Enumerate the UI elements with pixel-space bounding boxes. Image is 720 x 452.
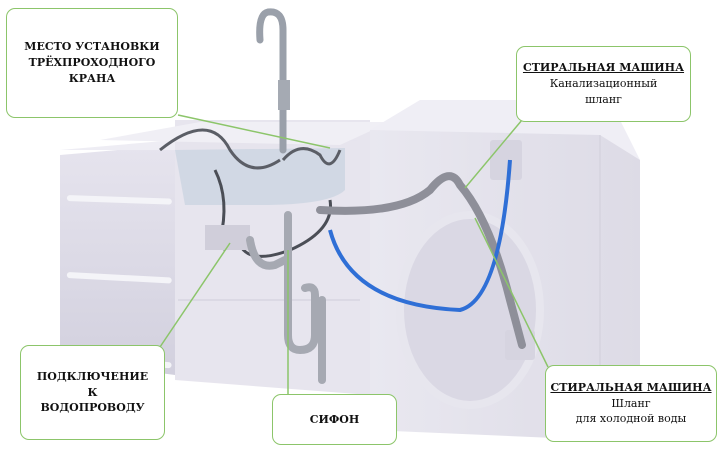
callout-text: для холодной воды [575,412,687,426]
callout-water-supply: ПОДКЛЮЧЕНИЕ К ВОДОПРОВОДУ [20,345,165,440]
callout-text: ТРЁХПРОХОДНОГО [28,56,156,70]
callout-title: СТИРАЛЬНАЯ МАШИНА [550,380,712,394]
leader-lines [159,114,549,395]
callout-text: ПОДКЛЮЧЕНИЕ [36,369,149,383]
callout-text: СИФОН [309,412,360,426]
callout-text: К [87,385,98,399]
callout-siphon: СИФОН [272,394,397,445]
callout-title: СТИРАЛЬНАЯ МАШИНА [522,61,685,75]
callout-drain-hose: СТИРАЛЬНАЯ МАШИНА Канализационный шланг [516,46,691,122]
callout-text: МЕСТО УСТАНОВКИ [24,40,160,54]
faucet [256,8,290,154]
siphon [246,211,326,384]
callout-text: ВОДОПРОВОДУ [40,401,145,415]
sink-bowl [175,148,345,205]
callout-text: шланг [585,92,622,106]
callout-text: КРАНА [68,71,116,85]
callout-cold-water-hose: СТИРАЛЬНАЯ МАШИНА Шланг для холодной вод… [545,365,717,442]
drain-hose [316,172,526,349]
callout-text: Шланг [611,396,651,410]
callout-three-way-valve: МЕСТО УСТАНОВКИ ТРЁХПРОХОДНОГО КРАНА [6,8,178,118]
cold-water-hose [328,159,512,313]
callout-text: Канализационный [549,77,658,91]
